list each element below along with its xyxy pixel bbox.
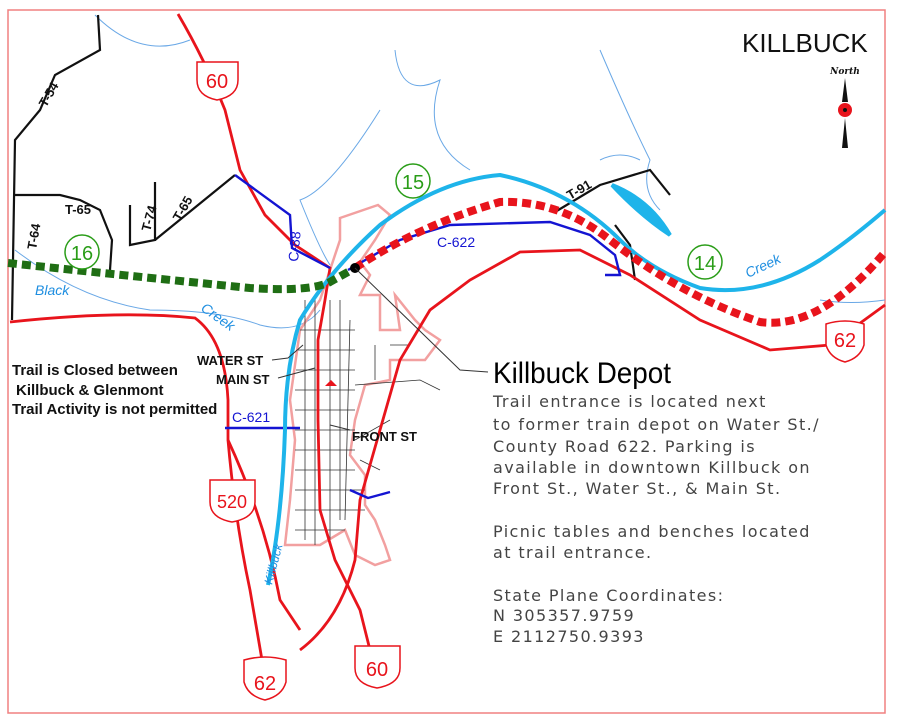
street-grid	[295, 300, 441, 545]
svg-text:520: 520	[217, 492, 247, 512]
label-creek-west: Creek	[198, 299, 239, 334]
label-creek-east: Creek	[743, 250, 785, 281]
killbuck-creek	[266, 172, 887, 586]
label-c622: C-622	[437, 234, 475, 250]
depot-title: Killbuck Depot	[493, 357, 672, 390]
shield-ohio-520: 520	[209, 479, 256, 523]
svg-text:Trail entrance is located next: Trail entrance is located next	[492, 392, 767, 411]
shield-us-62-south: 62	[243, 656, 287, 701]
shield-us-62-east: 62	[825, 320, 865, 363]
svg-text:Killbuck & Glenmont: Killbuck & Glenmont	[16, 382, 164, 399]
map-title: KILLBUCK	[742, 28, 868, 58]
state-routes	[9, 13, 886, 661]
label-c88: C-88	[285, 230, 304, 262]
svg-text:E 2112750.9393: E 2112750.9393	[493, 627, 645, 646]
village-boundary	[283, 203, 442, 567]
svg-text:to former train depot on Water: to former train depot on Water St./	[493, 415, 820, 434]
depot-leader-line	[354, 267, 489, 373]
trail-closed-section	[7, 259, 357, 294]
svg-text:North: North	[829, 67, 860, 77]
svg-text:60: 60	[366, 659, 388, 681]
label-t74: T-74	[138, 203, 159, 233]
shield-ohio-60-south: 60	[354, 645, 401, 689]
svg-text:State Plane Coordinates:: State Plane Coordinates:	[493, 586, 724, 605]
pond	[610, 183, 672, 237]
label-t64: T-64	[24, 222, 43, 251]
label-t65-east: T-65	[170, 193, 196, 223]
streams	[14, 14, 886, 329]
svg-text:Picnic tables and benches loca: Picnic tables and benches located	[493, 522, 811, 541]
svg-text:Trail Activity is not permitte: Trail Activity is not permitted	[12, 401, 217, 418]
trail-marker-15: 15	[395, 163, 431, 199]
svg-text:Trail is Closed between: Trail is Closed between	[12, 362, 178, 379]
svg-text:Front St., Water St., & Main S: Front St., Water St., & Main St.	[493, 479, 781, 498]
label-c621: C-621	[232, 409, 270, 425]
label-water-st: WATER ST	[197, 353, 263, 368]
township-roads	[10, 14, 671, 321]
svg-text:15: 15	[402, 172, 424, 194]
svg-text:14: 14	[694, 253, 716, 275]
shield-ohio-60: 60	[196, 61, 239, 101]
label-front-st: FRONT ST	[352, 429, 417, 444]
svg-text:County Road 622. Parking is: County Road 622. Parking is	[493, 437, 756, 456]
svg-text:60: 60	[206, 71, 228, 93]
north-arrow-icon: North	[829, 67, 860, 148]
closure-notice: Trail is Closed between Killbuck & Glenm…	[12, 362, 217, 418]
svg-text:at trail entrance.: at trail entrance.	[493, 543, 653, 562]
svg-text:62: 62	[254, 673, 276, 695]
label-killbuck-creek: Killbuck	[261, 541, 285, 586]
street-leaders	[271, 344, 351, 431]
trail-marker-14: 14	[687, 244, 723, 280]
label-black: Black	[35, 282, 70, 298]
trail-open-section	[352, 197, 889, 327]
map-frame	[7, 9, 886, 714]
svg-text:available in downtown Killbuck: available in downtown Killbuck on	[493, 458, 811, 477]
svg-text:16: 16	[71, 243, 93, 265]
trail-marker-16: 16	[64, 234, 100, 270]
label-t54: T-54	[36, 79, 62, 110]
svg-text:N 305357.9759: N 305357.9759	[493, 606, 635, 625]
depot-description: Trail entrance is located next to former…	[492, 392, 820, 646]
svg-text:62: 62	[834, 330, 856, 352]
label-main-st: MAIN ST	[216, 372, 270, 387]
label-t65-west: T-65	[65, 202, 91, 217]
building-icon	[325, 380, 337, 386]
